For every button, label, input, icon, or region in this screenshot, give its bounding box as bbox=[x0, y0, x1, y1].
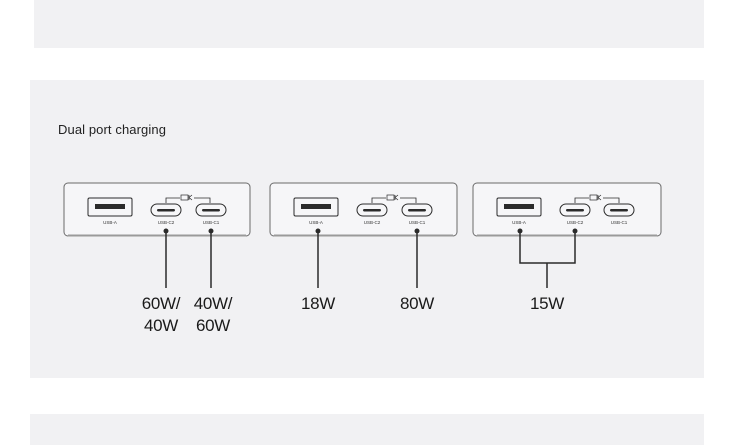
usb-c1-label-2: USB-C1 bbox=[409, 220, 426, 225]
usb-c1-port-3 bbox=[603, 203, 635, 217]
usb-c2-label-1: USB-C2 bbox=[158, 220, 175, 225]
watt-usb-a-scenario-2: 18W bbox=[300, 294, 336, 313]
usb-c2-port-3 bbox=[559, 203, 591, 217]
section-title: Dual port charging bbox=[58, 122, 167, 137]
usb-c2-port-1 bbox=[150, 203, 182, 217]
usb-c1-port-2 bbox=[401, 203, 433, 217]
usb-c2-label-2: USB-C2 bbox=[364, 220, 381, 225]
watt-c2-scenario-1: 60W/ 40W bbox=[141, 294, 181, 335]
power-bank-1 bbox=[63, 182, 251, 288]
bottom-panel bbox=[30, 414, 704, 445]
watt-c1-scenario-2: 80W bbox=[399, 294, 435, 313]
usb-a-port-3 bbox=[496, 197, 542, 217]
top-panel bbox=[34, 0, 704, 48]
usb-a-port-1 bbox=[87, 197, 133, 217]
usb-a-label-3: USB-A bbox=[512, 220, 526, 225]
power-bank-3 bbox=[472, 182, 662, 288]
usb-c1-label-3: USB-C1 bbox=[611, 220, 628, 225]
watt-combined-scenario-3: 15W bbox=[529, 294, 565, 313]
usb-a-label-1: USB-A bbox=[103, 220, 117, 225]
power-bank-body-1 bbox=[63, 182, 251, 237]
power-bank-2 bbox=[269, 182, 458, 288]
usb-c1-port-1 bbox=[195, 203, 227, 217]
switch-icon-3 bbox=[589, 194, 598, 201]
switch-icon-2 bbox=[386, 194, 395, 201]
usb-c2-port-2 bbox=[356, 203, 388, 217]
watt-c1-scenario-1: 40W/ 60W bbox=[193, 294, 233, 335]
switch-icon-1 bbox=[180, 194, 189, 201]
usb-c2-label-3: USB-C2 bbox=[567, 220, 584, 225]
usb-a-label-2: USB-A bbox=[309, 220, 323, 225]
usb-a-port-2 bbox=[293, 197, 339, 217]
usb-c1-label-1: USB-C1 bbox=[203, 220, 220, 225]
